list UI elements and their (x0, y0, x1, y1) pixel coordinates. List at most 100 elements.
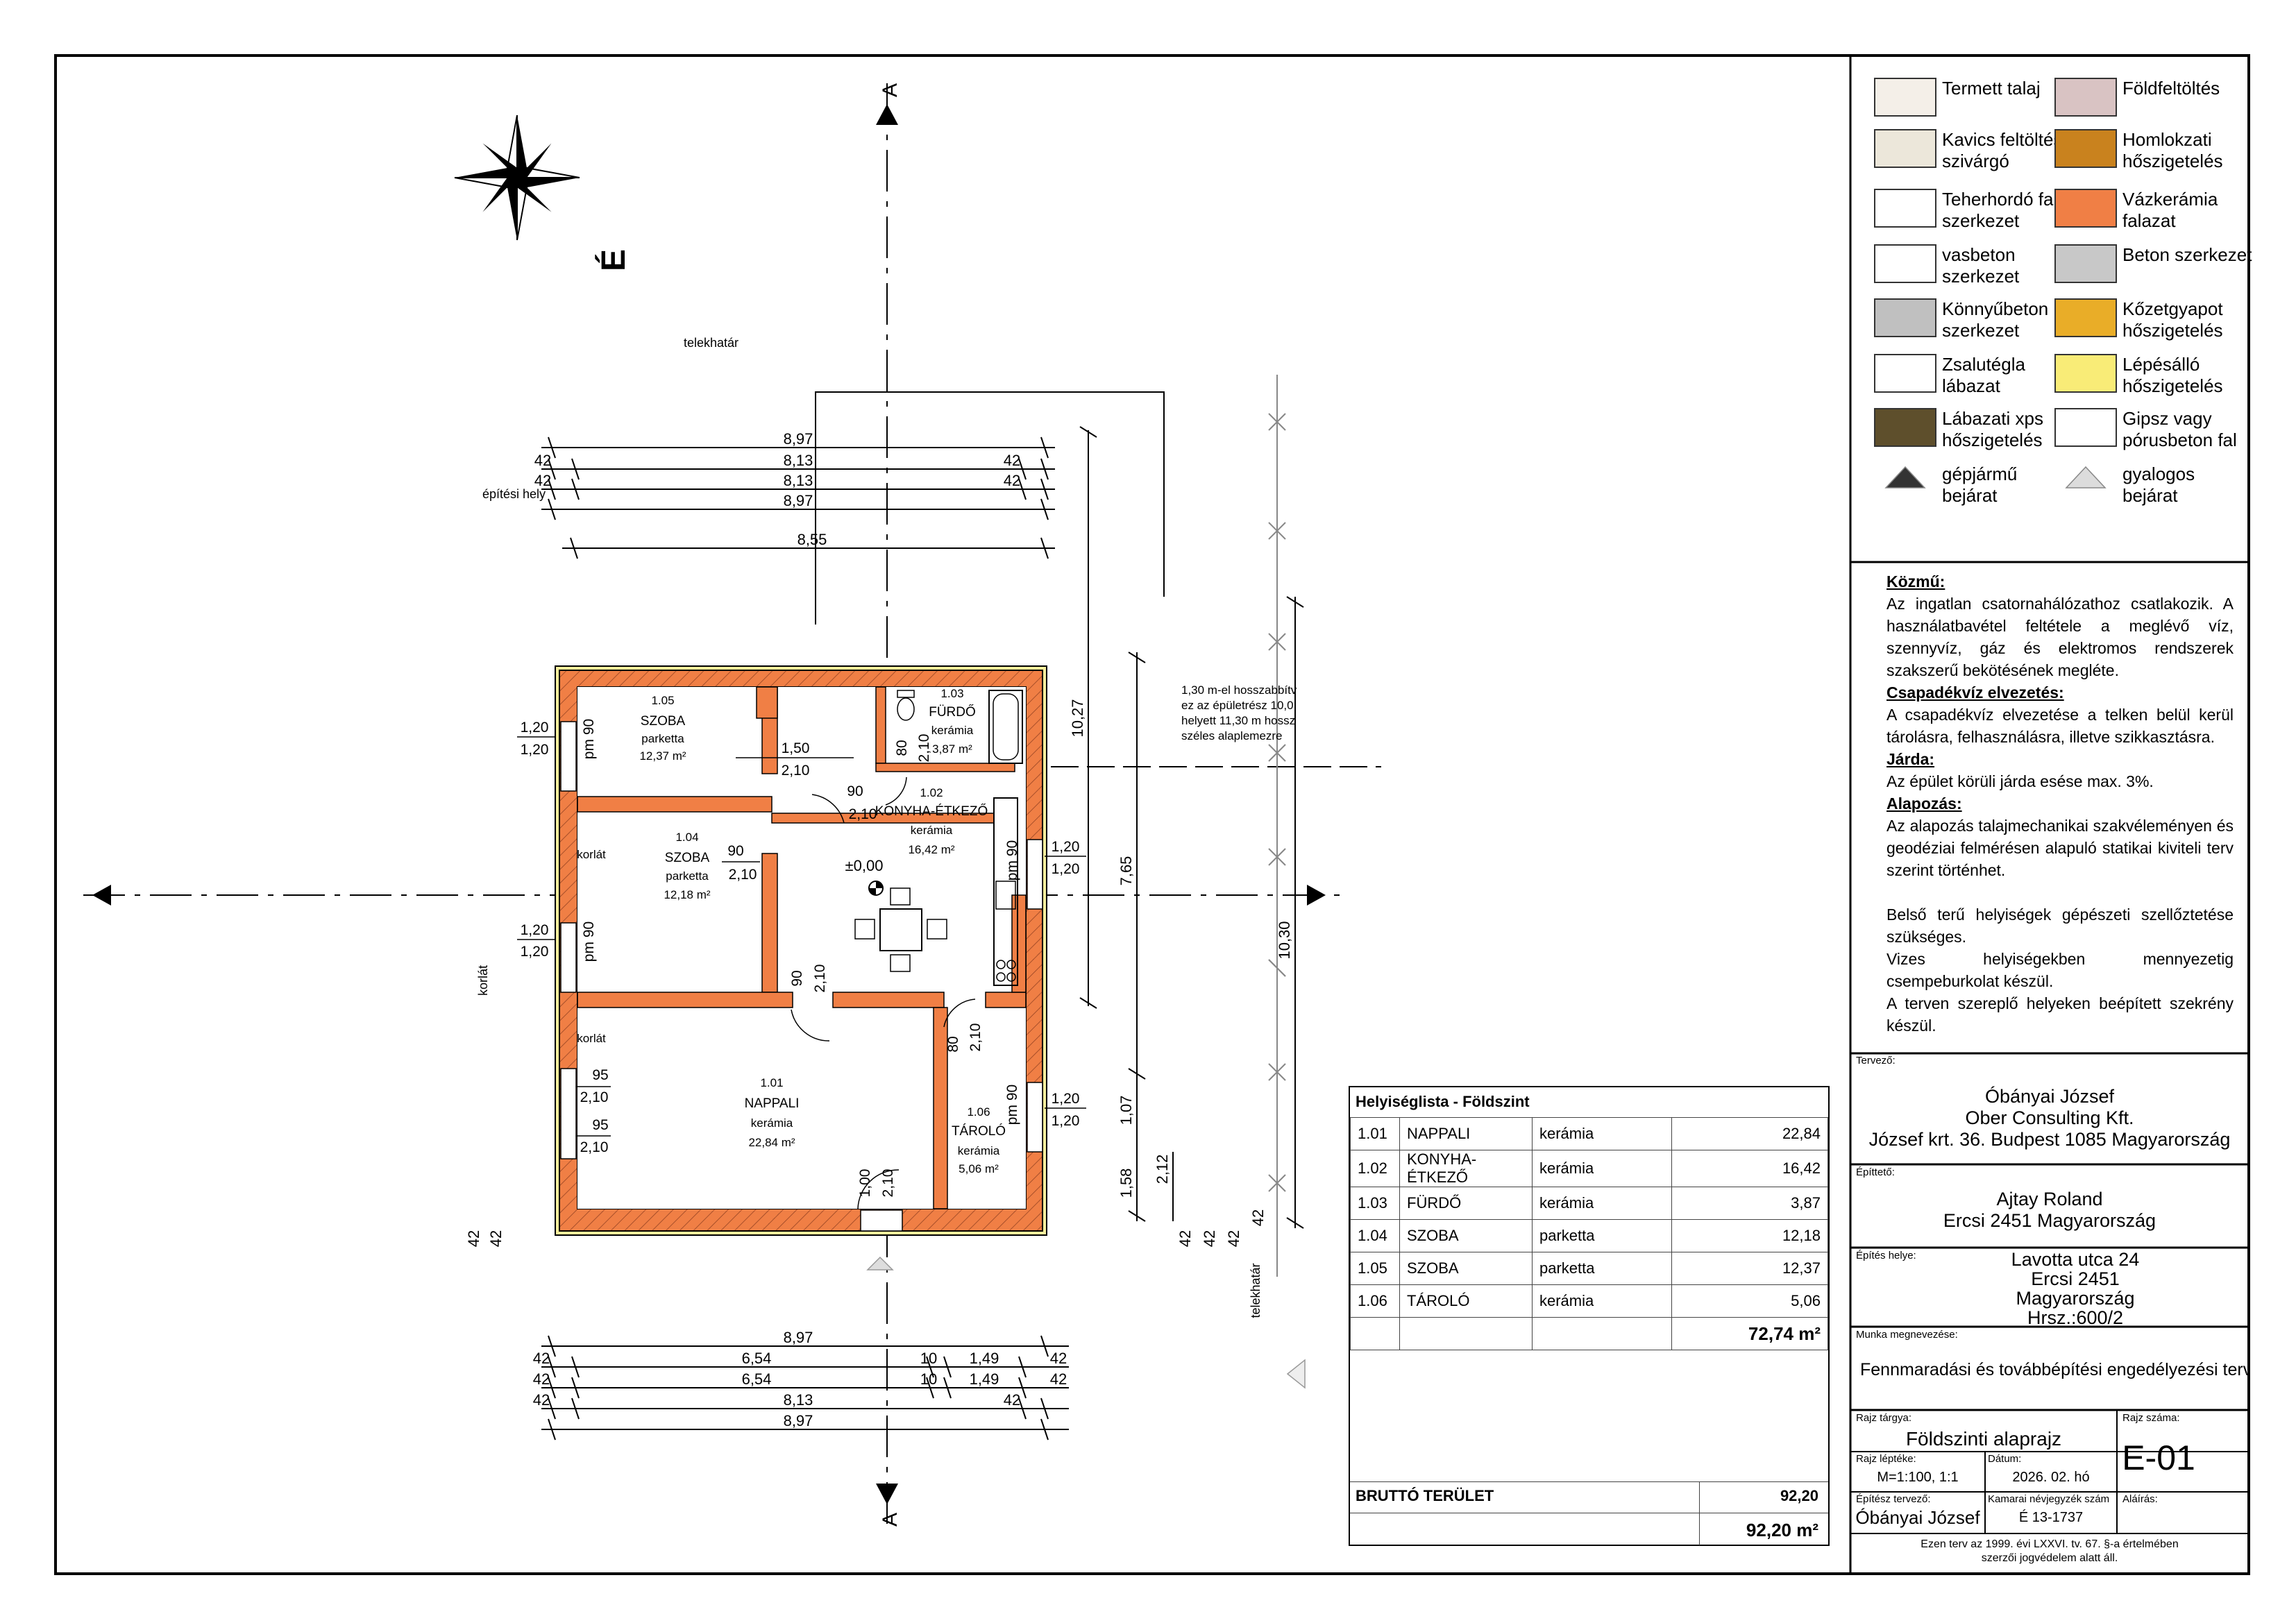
dim-bottom-2: 6,54 (742, 1350, 772, 1367)
door-3-w: 90 (727, 843, 743, 859)
room-1-04-number: 1.04 (675, 831, 698, 844)
dim-bottom-8: 8,13 (784, 1391, 813, 1409)
door-6-h: 2,10 (968, 1023, 984, 1052)
level-mark: ±0,00 (845, 857, 884, 874)
dim-left-small-1: 42 (465, 1230, 482, 1247)
section-mark-bottom: A (879, 1513, 902, 1527)
legend-item: Földfeltöltés (2054, 78, 2220, 117)
legend-label: Gipsz vagy pórusbeton fal (2122, 408, 2237, 450)
room-1-03-name: FÜRDŐ (929, 704, 976, 720)
room-1-02-number: 1.02 (920, 786, 943, 799)
legend-label: Vázkerámia falazat (2122, 189, 2218, 231)
table-cell-floor: kerámia (1532, 1284, 1672, 1318)
dim-bottom-7: 1,49 (970, 1370, 999, 1388)
win-e-w2: 95 (592, 1117, 608, 1133)
dim-top-2: 8,13 (784, 452, 813, 469)
dims-right-lines (1079, 426, 1304, 1229)
client-label: Építtető: (1856, 1166, 1895, 1178)
note-text: A csapadékvíz elvezetése a telken belül … (1886, 706, 2234, 746)
door-4-w: 90 (789, 970, 805, 986)
legend-label: Beton szerkezet (2122, 244, 2252, 265)
legend-item: Könnyűbeton szerkezet (1874, 298, 2048, 341)
legend-label: Könnyűbeton szerkezet (1942, 298, 2049, 341)
dim-top-4: 8,97 (784, 492, 813, 509)
room-1-04-floor: parketta (666, 869, 709, 883)
note-heading: Csapadékvíz elvezetés: (1886, 683, 2064, 702)
entry-door-h: 2,10 (880, 1169, 896, 1198)
sheet-frame (54, 54, 2250, 1575)
dim-bottom-small-5: 42 (533, 1391, 550, 1409)
legend-label: vasbeton szerkezet (1942, 244, 2020, 287)
legend-swatch (1874, 354, 1936, 393)
room-1-03-area: 3,87 m² (932, 742, 972, 756)
dim-top-3: 8,13 (784, 472, 813, 489)
room-1-01-floor: kerámia (751, 1116, 793, 1130)
legend-label: Lépésálló hőszigetelés (2122, 354, 2223, 396)
legend-label: Homlokzati hőszigetelés (2122, 129, 2223, 171)
dim-bottom-6: 10 (920, 1370, 937, 1388)
table-cell-name: TÁROLÓ (1399, 1284, 1533, 1318)
legend-item: vasbeton szerkezet (1874, 244, 2019, 287)
dim-right-small-1: 42 (1176, 1230, 1194, 1247)
room-1-05-number: 1.05 (651, 694, 674, 707)
legend-item: Lábazati xps hőszigetelés (1874, 408, 2043, 451)
room-1-04-name: SZOBA (665, 851, 710, 865)
site-boundary-label-top: telekhatár (684, 336, 738, 350)
door-3-h: 2,10 (729, 867, 757, 883)
work-label: Munka megnevezése: (1856, 1329, 1958, 1341)
win-c-w: 1,20 (1052, 839, 1080, 855)
win-a-h: 1,20 (521, 742, 549, 758)
legend-label: Teherhordó fa szerkezet (1942, 189, 2054, 231)
room-1-03-floor: kerámia (931, 724, 974, 737)
win-a-w: 1,20 (521, 720, 549, 736)
site-street: Lavotta utca 24 (2011, 1249, 2140, 1270)
legend-swatch (2054, 78, 2117, 117)
legend-swatch (1874, 244, 1936, 283)
gross-divider-1 (1350, 1481, 1828, 1482)
number-label: Rajz száma: (2122, 1412, 2180, 1424)
subject-label: Rajz tárgya: (1856, 1412, 1912, 1424)
table-cell-floor: parketta (1532, 1219, 1672, 1252)
architect: Óbányai József (1855, 1507, 1980, 1528)
room-1-06-area: 5,06 m² (959, 1162, 999, 1175)
legend-item: Homlokzati hőszigetelés (2054, 129, 2223, 172)
building-walls (555, 665, 1306, 1389)
opening-labels: 1,20 1,20 1,20 1,20 1,20 1,20 1,20 1,20 … (517, 719, 1086, 1198)
note-heading: Járda: (1886, 750, 1935, 768)
client-block: Ajtay Roland Ercsi 2451 Magyarország (1850, 1189, 2249, 1232)
dim-top-small-1: 42 (534, 452, 551, 469)
site-parcel: Hrsz.:600/2 (2027, 1307, 2124, 1328)
dim-top-small-3: 42 (534, 472, 551, 489)
room-1-01-number: 1.01 (760, 1076, 783, 1089)
building-plot-label: építési hely (482, 487, 546, 501)
dim-right-2: 7,65 (1117, 856, 1135, 886)
site-boundary-label-right: telekhatár (1249, 1263, 1263, 1318)
pm-label-4: pm 90 (1004, 1085, 1020, 1125)
room-1-06-floor: kerámia (958, 1144, 1000, 1157)
table-cell-floor: kerámia (1532, 1187, 1672, 1220)
date: 2026. 02. hó (2012, 1470, 2090, 1485)
table-cell-no: 1.04 (1350, 1219, 1400, 1252)
door-1-h: 2,10 (782, 763, 810, 779)
copyright-notice: Ezen terv az 1999. évi LXXVI. tv. 67. §-… (1921, 1538, 2179, 1564)
legend-item: Gipsz vagy pórusbeton fal (2054, 408, 2237, 451)
dim-bottom-4: 1,49 (970, 1350, 999, 1367)
railing-label-1: korlát (577, 848, 606, 861)
general-notes: Közmű:Az ingatlan csatornahálózathoz csa… (1886, 570, 2234, 1037)
legend-label: Zsalutégla lábazat (1942, 354, 2025, 396)
dim-bottom-1: 8,97 (784, 1329, 813, 1346)
dim-bottom-3: 10 (920, 1350, 937, 1367)
door-2-h: 2,10 (849, 806, 877, 822)
dims-bottom-text: 8,97 6,54 10 1,49 6,54 10 1,49 8,13 8,97… (533, 1329, 1067, 1429)
date-label: Dátum: (1988, 1453, 2022, 1465)
scale: M=1:100, 1:1 (1877, 1470, 1959, 1485)
client-name: Ajtay Roland (1996, 1189, 2103, 1209)
site-country: Magyarország (2016, 1288, 2135, 1309)
legend-item: Kőzetgyapot hőszigetelés (2054, 298, 2223, 341)
legend-swatch (2054, 354, 2117, 393)
work-title: Fennmaradási és továbbépítési engedélyez… (1860, 1360, 2247, 1379)
